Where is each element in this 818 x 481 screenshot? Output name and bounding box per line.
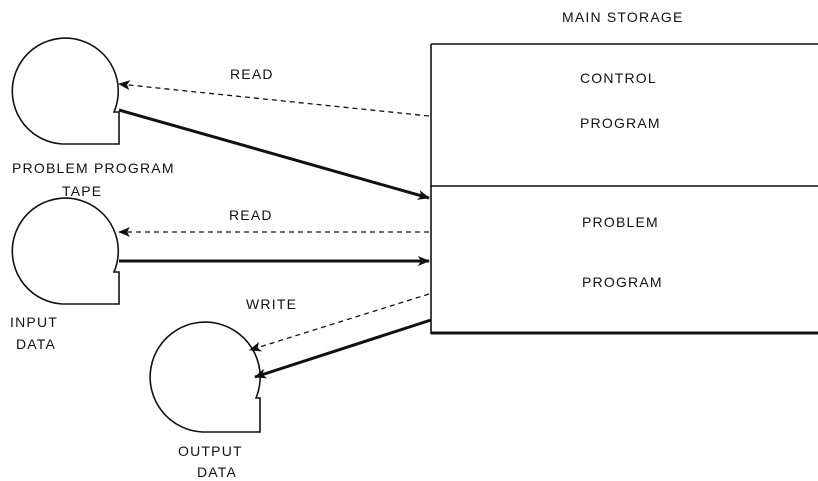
tape-reel-icon [11, 197, 120, 305]
main-storage-title: MAIN STORAGE [562, 9, 684, 25]
load-problem-program-arrow [118, 108, 430, 200]
problem-program-label-line1: PROBLEM [582, 214, 659, 230]
output-data-label-line1: OUTPUT [178, 443, 243, 459]
read-control-arrow [118, 80, 430, 117]
tape-reel-icon [11, 37, 120, 145]
input-data-tape: INPUT DATA [10, 197, 120, 352]
problem-program-tape-label-line2: TAPE [62, 183, 102, 199]
output-data-arrow [254, 318, 432, 379]
read-problem-label: READ [229, 207, 273, 223]
input-data-label-line2: DATA [16, 336, 56, 352]
output-data-tape: OUTPUT DATA [149, 321, 261, 480]
problem-program-tape: PROBLEM PROGRAM TAPE [11, 37, 175, 199]
problem-program-tape-label-line1: PROBLEM PROGRAM [12, 160, 175, 176]
flow-arrows: READ READ WRITE [118, 66, 432, 379]
tape-reel-icon [149, 321, 261, 433]
output-data-label-line2: DATA [197, 464, 237, 480]
write-label: WRITE [246, 296, 297, 312]
problem-program-section: PROBLEM PROGRAM [582, 214, 663, 290]
write-arrow [249, 293, 430, 352]
control-program-section: CONTROL PROGRAM [580, 70, 661, 131]
problem-program-label-line2: PROGRAM [582, 274, 663, 290]
control-program-label-line2: PROGRAM [580, 115, 661, 131]
read-control-label: READ [230, 66, 274, 82]
control-program-label-line1: CONTROL [580, 70, 657, 86]
input-data-label-line1: INPUT [10, 314, 58, 330]
main-storage: MAIN STORAGE CONTROL PROGRAM PROBLEM PRO… [430, 9, 818, 335]
